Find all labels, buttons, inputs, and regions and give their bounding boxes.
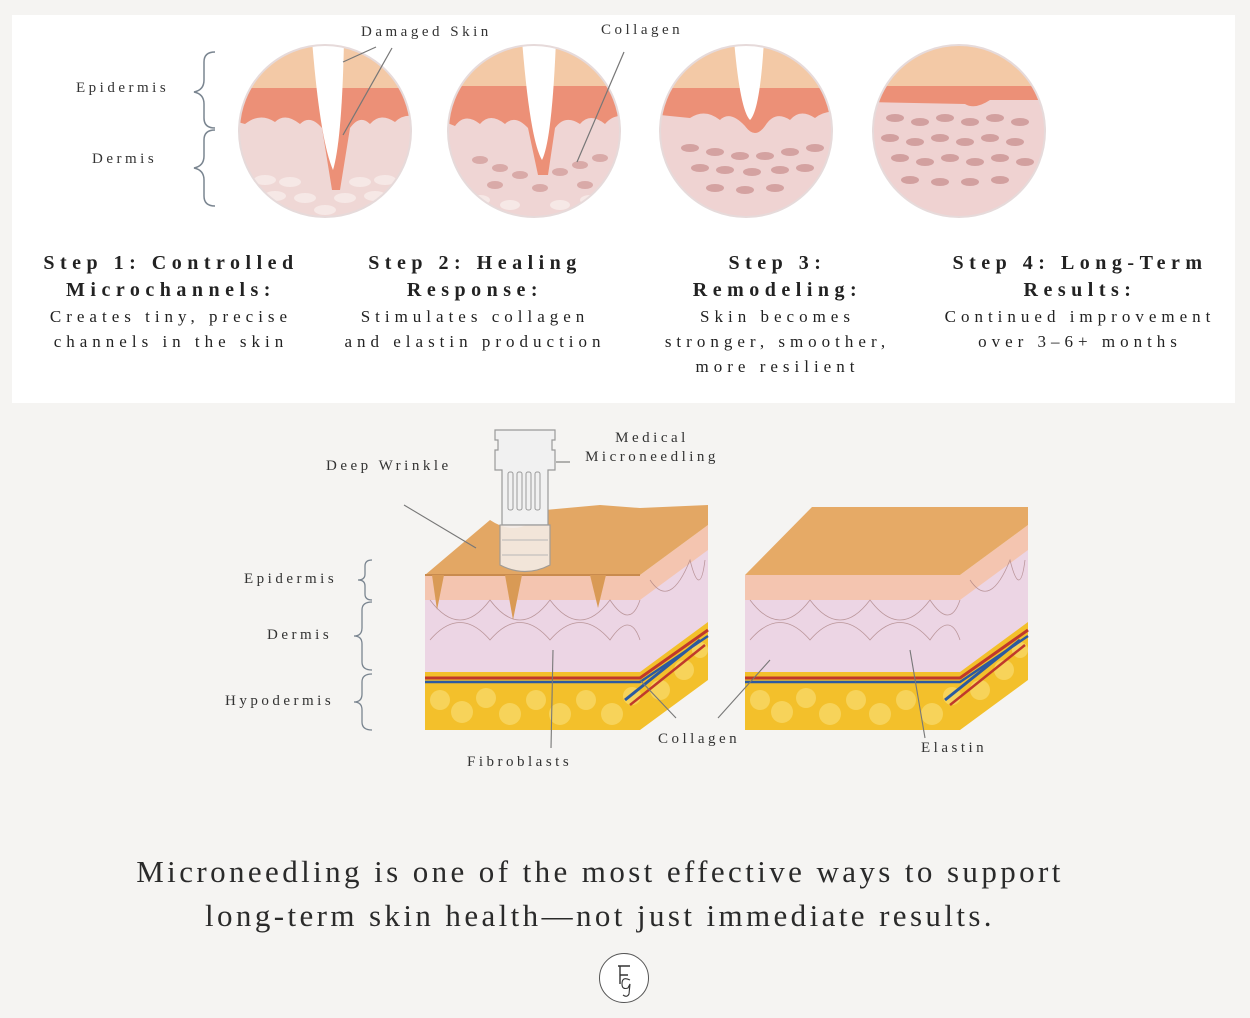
step-2-title: Step 2: Healing Response:	[368, 252, 582, 301]
step4-circle	[873, 45, 1045, 217]
quote-line-1: Microneedling is one of the most effecti…	[136, 854, 1064, 889]
rejuvenated-skin-block	[745, 507, 1029, 730]
step-4-text: Continued improvement over 3–6+ months	[944, 307, 1216, 351]
treated-skin-block	[425, 505, 709, 730]
step-2-text: Stimulates collagen and elastin producti…	[344, 307, 606, 351]
epidermis-label-bottom: Epidermis	[244, 571, 338, 587]
microneedling-device	[494, 429, 556, 573]
step-2: Step 2: Healing Response: Stimulates col…	[340, 250, 610, 354]
step-3-title: Step 3: Remodeling:	[692, 252, 863, 301]
bottom-braces	[353, 559, 373, 731]
dermis-label-top: Dermis	[92, 151, 158, 167]
dermis-label-bottom: Dermis	[267, 627, 333, 643]
deep-wrinkle-label: Deep Wrinkle	[326, 458, 452, 474]
collagen-label-bottom: Collagen	[658, 731, 741, 747]
epidermis-label-top: Epidermis	[76, 80, 170, 96]
elastin-label: Elastin	[921, 740, 988, 756]
closing-quote: Microneedling is one of the most effecti…	[0, 850, 1200, 938]
step1-circle	[239, 45, 411, 217]
damaged-skin-label: Damaged Skin	[361, 24, 492, 40]
medical-microneedling-label: Medical Microneedling	[585, 430, 719, 465]
collagen-label-top: Collagen	[601, 22, 684, 38]
step-1-title: Step 1: Controlled Microchannels:	[43, 252, 299, 301]
step3-circle	[660, 45, 832, 217]
step-3-text: Skin becomes stronger, smoother, more re…	[664, 307, 891, 376]
step-4: Step 4: Long-Term Results: Continued imp…	[940, 250, 1220, 354]
top-pointers	[342, 46, 625, 163]
step-3: Step 3: Remodeling: Skin becomes stronge…	[645, 250, 910, 379]
bottom-pointers	[403, 461, 926, 749]
fibroblasts-label: Fibroblasts	[467, 754, 573, 770]
top-braces	[193, 51, 216, 207]
step-1: Step 1: Controlled Microchannels: Create…	[22, 250, 320, 354]
quote-line-2: long-term skin health—not just immediate…	[205, 898, 995, 933]
step2-circle	[448, 45, 620, 217]
step-4-title: Step 4: Long-Term Results:	[952, 252, 1208, 301]
hypodermis-label: Hypodermis	[225, 693, 335, 709]
monogram-logo-icon	[599, 953, 649, 1003]
step-1-text: Creates tiny, precise channels in the sk…	[49, 307, 293, 351]
steps-panel	[12, 15, 1235, 403]
